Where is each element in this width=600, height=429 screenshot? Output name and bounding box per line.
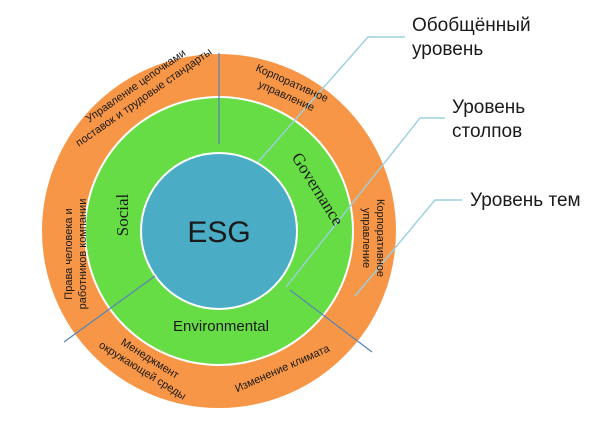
topic-corp-gov-right-line1: Корпоративное	[374, 199, 386, 277]
level-pillars-line1: Уровень	[452, 97, 526, 118]
esg-core	[140, 152, 298, 310]
leader-pillars	[285, 117, 445, 288]
level-topics-line1: Уровень тем	[470, 190, 581, 211]
pillar-environmental: Environmental	[173, 318, 269, 335]
leader-topics	[354, 199, 462, 297]
leader-general	[257, 36, 405, 163]
topic-human-rights-line1: Права человека и	[63, 208, 75, 299]
topic-corp-gov-right-line2: управление	[360, 208, 372, 268]
level-pillars-label: Уровень столпов	[452, 96, 525, 144]
level-pillars-line2: столпов	[452, 121, 523, 142]
pillar-social: Social	[113, 193, 132, 236]
divider-right	[289, 289, 373, 353]
esg-label: ESG	[187, 216, 250, 249]
divider-left	[63, 275, 156, 343]
level-general-label: Обобщённый уровень	[412, 14, 531, 62]
level-topics-label: Уровень тем	[470, 189, 581, 213]
level-general-line2: уровень	[412, 39, 484, 60]
topic-human-rights-line2: работников компании	[77, 199, 89, 310]
level-general-line1: Обобщённый	[412, 15, 531, 36]
